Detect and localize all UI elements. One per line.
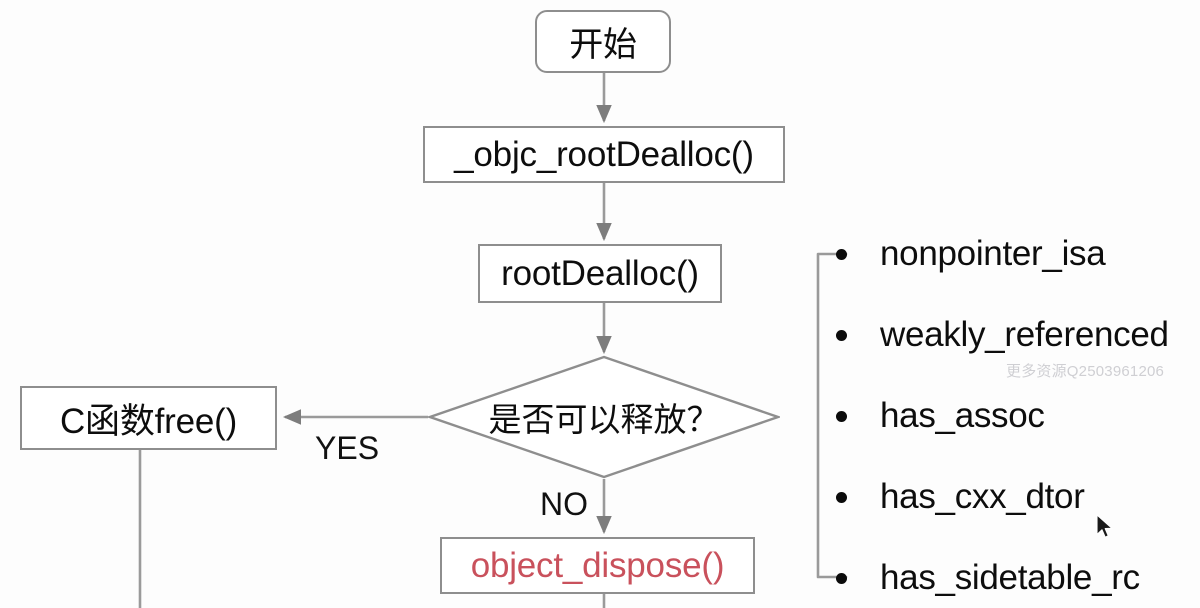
node-root-dealloc-label: rootDealloc() <box>501 253 699 293</box>
list-item[interactable]: weakly_referenced <box>836 315 1169 355</box>
watermark-text: 更多资源Q2503961206 <box>1006 363 1165 380</box>
bullet-dot-icon <box>836 410 847 422</box>
bullet-dot-icon <box>836 248 847 260</box>
node-decision-label: 是否可以释放？ <box>488 401 720 438</box>
bullet-dot-icon <box>836 572 847 584</box>
list-item-label: has_assoc <box>880 396 1045 435</box>
list-item-label: nonpointer_isa <box>880 234 1106 273</box>
list-item-label: has_sidetable_rc <box>880 558 1140 597</box>
edge-label-yes: YES <box>315 430 380 466</box>
node-decision[interactable]: 是否可以释放？ <box>428 355 780 479</box>
mouse-pointer-arrow-icon <box>1096 514 1116 542</box>
list-item-label: has_cxx_dtor <box>880 477 1085 516</box>
bullet-dot-icon <box>836 329 847 341</box>
list-item-label: weakly_referenced <box>880 315 1169 354</box>
list-item[interactable]: has_assoc <box>836 396 1045 436</box>
node-start-label: 开始 <box>569 26 637 64</box>
decision-diamond-shape <box>428 355 780 479</box>
bullet-dot-icon <box>836 491 847 503</box>
node-c-free-label: C函数free() <box>59 401 238 441</box>
list-item[interactable]: has_cxx_dtor <box>836 477 1085 517</box>
node-object-dispose-label: object_dispose() <box>470 545 725 585</box>
node-object-dispose[interactable]: object_dispose() <box>440 537 755 594</box>
node-c-free[interactable]: C函数free() <box>20 386 277 450</box>
node-root-dealloc[interactable]: rootDealloc() <box>478 244 722 303</box>
node-objc-root-dealloc[interactable]: _objc_rootDealloc() <box>423 126 785 183</box>
list-item[interactable]: nonpointer_isa <box>836 234 1106 274</box>
list-item[interactable]: has_sidetable_rc <box>836 558 1140 598</box>
edge-label-no: NO <box>540 486 588 522</box>
node-start[interactable]: 开始 <box>535 10 671 73</box>
node-objc-root-dealloc-label: _objc_rootDealloc() <box>454 134 754 174</box>
